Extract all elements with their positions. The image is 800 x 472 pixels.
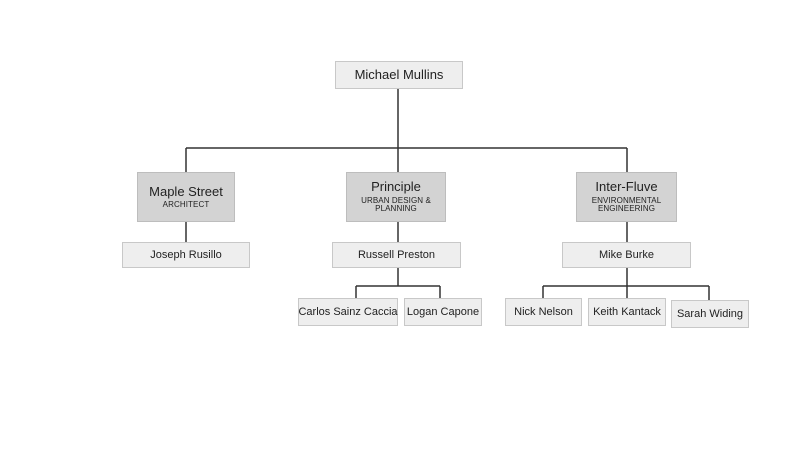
person-name: Logan Capone bbox=[406, 305, 480, 318]
node-root: Michael Mullins bbox=[335, 61, 463, 89]
node-dept-inter-fluve: Inter-Fluve ENVIRONMENTAL ENGINEERING bbox=[576, 172, 677, 222]
person-name: Nick Nelson bbox=[514, 305, 573, 318]
node-member-inter-fluve-1: Nick Nelson bbox=[505, 298, 582, 326]
person-name: Mike Burke bbox=[598, 248, 655, 261]
node-lead-principle: Russell Preston bbox=[332, 242, 461, 268]
node-lead-maple-street: Joseph Rusillo bbox=[122, 242, 250, 268]
person-name: Sarah Widing bbox=[676, 307, 744, 320]
node-member-inter-fluve-2: Keith Kantack bbox=[588, 298, 666, 326]
dept-subtitle-line-2: PLANNING bbox=[375, 204, 417, 214]
person-name: Keith Kantack bbox=[593, 305, 661, 318]
dept-name: Principle bbox=[371, 179, 421, 195]
node-member-inter-fluve-3: Sarah Widing bbox=[671, 300, 749, 328]
node-dept-maple-street: Maple Street ARCHITECT bbox=[137, 172, 235, 222]
node-dept-principle: Principle URBAN DESIGN & PLANNING bbox=[346, 172, 446, 222]
dept-subtitle: ARCHITECT bbox=[162, 199, 210, 209]
dept-name: Inter-Fluve bbox=[595, 179, 658, 195]
node-member-principle-2: Logan Capone bbox=[404, 298, 482, 326]
node-lead-inter-fluve: Mike Burke bbox=[562, 242, 691, 268]
node-root-name: Michael Mullins bbox=[354, 66, 444, 82]
dept-subtitle-line-1: ENVIRONMENTAL bbox=[591, 195, 662, 205]
person-name: Joseph Rusillo bbox=[150, 248, 222, 261]
person-name: Russell Preston bbox=[357, 248, 436, 261]
person-name: Carlos Sainz Caccia bbox=[298, 305, 398, 318]
dept-subtitle-line-2: ENGINEERING bbox=[597, 204, 656, 214]
dept-name: Maple Street bbox=[149, 183, 223, 199]
node-member-principle-1: Carlos Sainz Caccia bbox=[298, 298, 398, 326]
dept-subtitle-line-1: URBAN DESIGN & bbox=[361, 195, 431, 205]
